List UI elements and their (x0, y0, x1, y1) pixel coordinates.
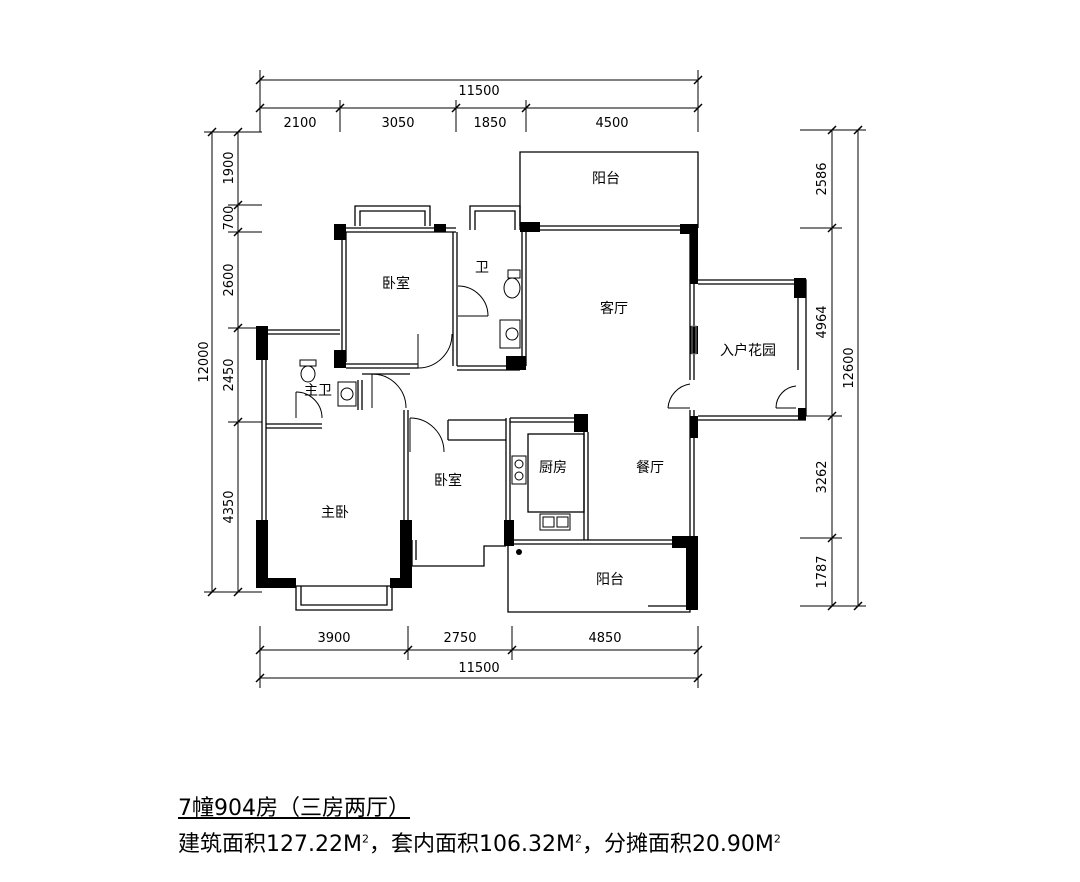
room-label-balcony-bottom: 阳台 (596, 572, 624, 588)
build-area-text: 建筑面积127.22M (178, 832, 362, 857)
fixtures (299, 269, 697, 531)
room-label-bedroom-mid: 卧室 (434, 472, 462, 489)
dim-top-seg: 3050 (381, 116, 414, 131)
dim-bottom-total: 11500 (458, 661, 499, 676)
unit-title: 7幢904房（三房两厅） (178, 796, 410, 821)
dim-left-seg: 700 (222, 206, 237, 231)
room-label-entrance-garden: 入户花园 (720, 342, 776, 359)
shared-area-text: ，分摊面积20.90M (581, 832, 774, 857)
room-label-balcony-top: 阳台 (592, 171, 620, 187)
room-label-bath: 卫 (475, 260, 489, 276)
inner-area-text: ，套内面积106.32M (368, 832, 575, 857)
dim-left-seg: 1900 (222, 151, 237, 184)
dim-right-seg: 3262 (815, 460, 830, 493)
doors (295, 285, 797, 453)
dim-left-seg: 2600 (222, 263, 237, 296)
superscript: 2 (361, 832, 369, 846)
room-label-living: 客厅 (600, 300, 628, 317)
dim-top-seg: 1850 (473, 116, 506, 131)
superscript: 2 (574, 832, 582, 846)
dim-right-seg: 2586 (815, 162, 830, 195)
dim-top-total: 11500 (458, 84, 499, 99)
room-label-kitchen: 厨房 (539, 460, 567, 476)
dim-right-seg: 1787 (815, 555, 830, 588)
dimension-ticks (207, 75, 863, 683)
superscript: 2 (773, 832, 781, 846)
dimension-lines (204, 70, 866, 688)
dim-right-seg: 4964 (815, 305, 830, 338)
dim-bottom-seg: 3900 (317, 631, 350, 646)
dim-top-seg: 2100 (283, 116, 316, 131)
dim-bottom-seg: 2750 (443, 631, 476, 646)
area-summary: 建筑面积127.22M2，套内面积106.32M2，分摊面积20.90M2 (178, 826, 781, 858)
room-label-master-bedroom: 主卧 (321, 505, 349, 521)
room-label-dining: 餐厅 (636, 460, 664, 476)
room-label-bedroom-top: 卧室 (382, 275, 410, 292)
dim-left-total: 12000 (197, 341, 212, 382)
dim-left-seg: 4350 (222, 490, 237, 523)
dim-right-total: 12600 (842, 347, 857, 388)
dim-left-seg: 2450 (222, 358, 237, 391)
wall-piers (256, 222, 806, 610)
dim-bottom-seg: 4850 (588, 631, 621, 646)
room-label-master-bath: 主卫 (304, 383, 332, 399)
dim-top-seg: 4500 (595, 116, 628, 131)
